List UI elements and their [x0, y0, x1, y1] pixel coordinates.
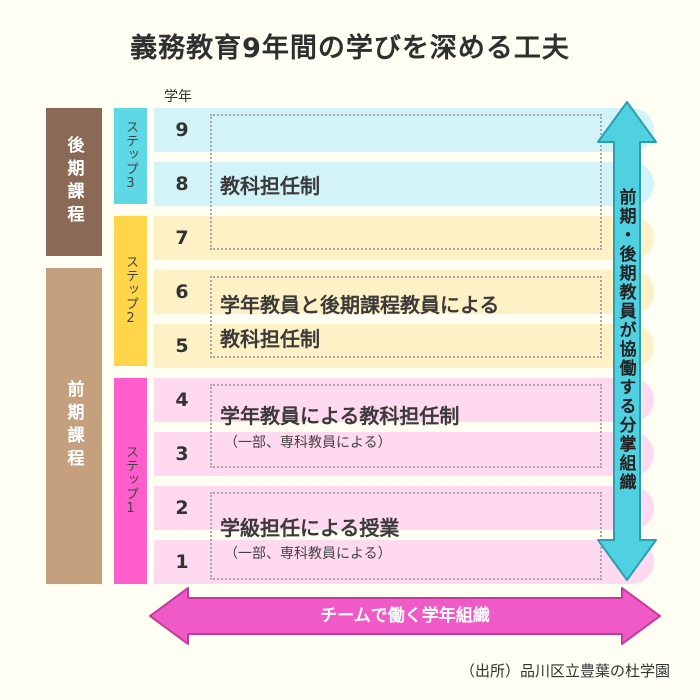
page-title: 義務教育9年間の学びを深める工夫 [130, 33, 570, 64]
grade-row-8 [154, 162, 654, 206]
step-3: ステップ3 [114, 108, 147, 204]
grade-number: 7 [175, 227, 189, 249]
grade-column-header: 学年 [164, 89, 192, 105]
horizontal-arrow-label: チームで働く学年組織 [320, 606, 490, 626]
grade-number: 8 [175, 173, 189, 195]
block-text-step3: 教科担任制 [220, 174, 320, 198]
block-step2 [210, 276, 602, 358]
grade-number: 2 [175, 497, 189, 519]
block-text-step1-lower: 学級担任による授業 [220, 516, 400, 540]
grade-row-5 [154, 324, 654, 368]
grade-number: 3 [175, 443, 189, 465]
grade-number: 1 [175, 551, 189, 573]
grade-row-1 [154, 540, 654, 584]
vertical-double-arrow [597, 101, 657, 581]
step-1: ステップ1 [114, 378, 147, 584]
grade-row-3 [154, 432, 654, 476]
block-subtext-step1-upper: （一部、専科教員による） [224, 435, 392, 451]
grade-number: 4 [175, 389, 189, 411]
block-step3 [210, 114, 602, 250]
course-later: 後期課程 [46, 108, 102, 256]
block-subtext-step1-lower: （一部、専科教員による） [224, 546, 392, 562]
grade-number: 5 [175, 335, 189, 357]
horizontal-double-arrow [149, 587, 661, 645]
vertical-arrow-label: 前期・後期教員が協働する分掌組織 [615, 188, 636, 492]
grade-row-7 [154, 216, 654, 260]
block-text-step2-line1: 学年教員と後期課程教員による [220, 293, 500, 317]
block-text-step2-line2: 教科担任制 [220, 327, 320, 351]
block-step1-upper [210, 384, 602, 468]
block-text-step1-upper: 学年教員による教科担任制 [220, 404, 460, 428]
block-step1-lower [210, 492, 602, 580]
source-note: （出所）品川区立豊葉の杜学園 [459, 662, 670, 680]
grade-number: 6 [175, 281, 189, 303]
step-2: ステップ2 [114, 216, 147, 366]
grade-number: 9 [175, 119, 189, 141]
course-earlier: 前期課程 [46, 268, 102, 584]
